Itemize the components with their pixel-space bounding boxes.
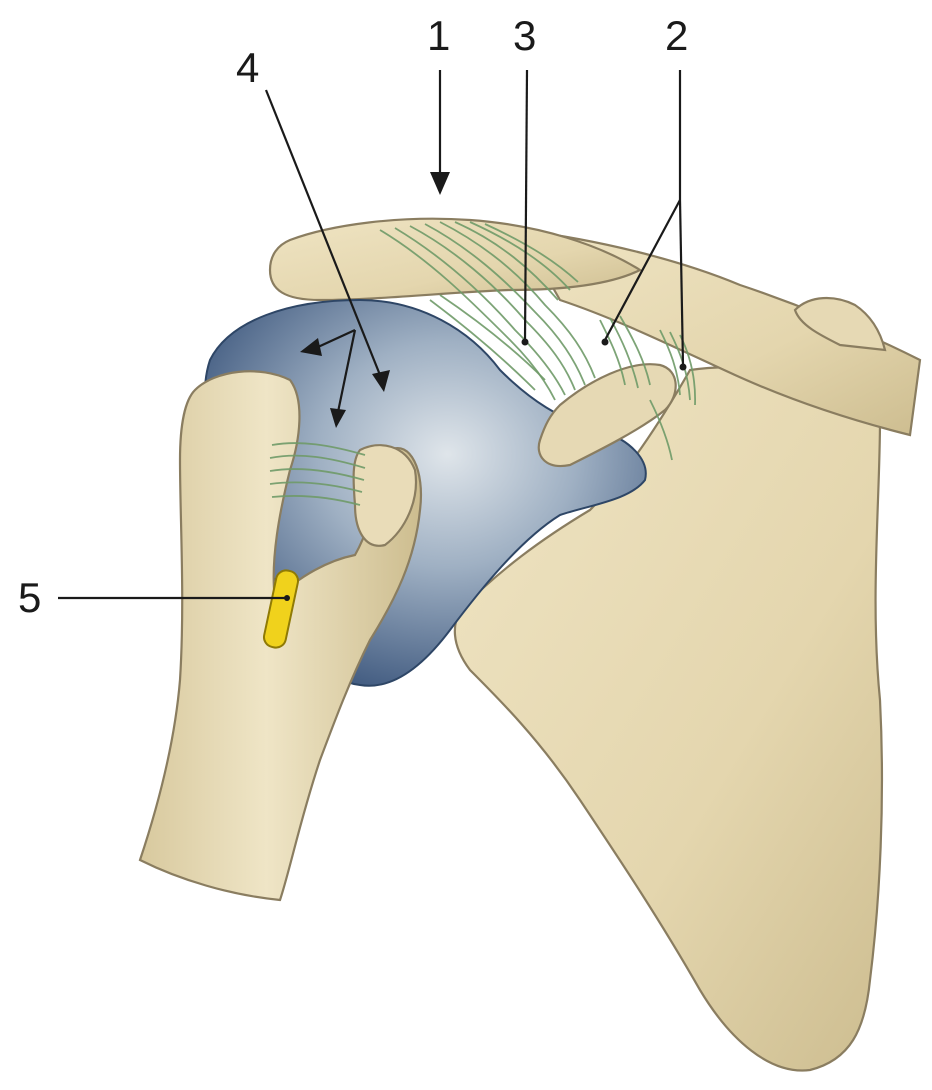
label-4: 4 <box>236 44 259 91</box>
label-2: 2 <box>665 12 688 59</box>
label-1-arrow <box>430 70 450 195</box>
label-1: 1 <box>427 12 450 59</box>
label-3: 3 <box>513 12 536 59</box>
label-5: 5 <box>18 574 41 621</box>
